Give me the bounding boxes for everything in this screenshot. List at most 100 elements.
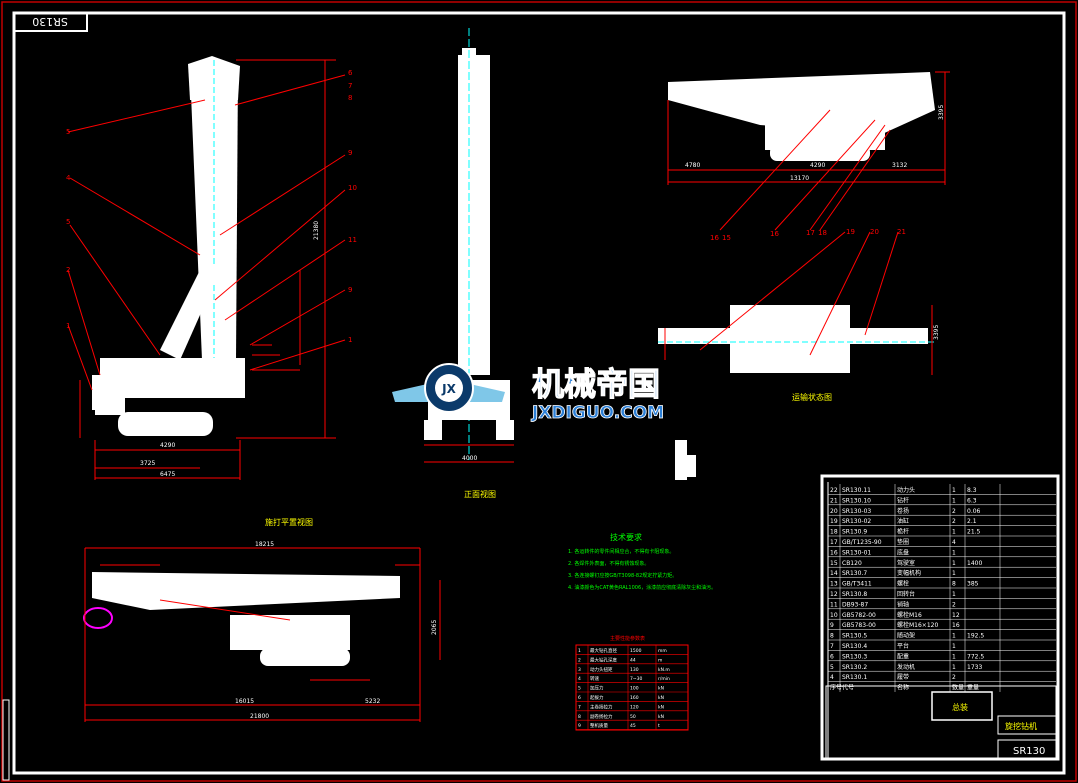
travel-boom: [92, 572, 400, 610]
parts-cell: SR130.5: [842, 633, 867, 640]
side-dim-texts: 4290 3725 6475 21380: [140, 221, 320, 478]
params-cell: 7~30: [630, 676, 642, 682]
parts-cell: 14: [830, 570, 838, 577]
inner-frame: [12, 11, 1066, 775]
params-cell: 加压力: [590, 685, 604, 692]
parts-cell: GB5782-00: [842, 612, 876, 619]
front-track-right: [496, 420, 514, 440]
params-cell: t: [658, 723, 660, 729]
parts-cell: 垫圈: [897, 538, 909, 546]
parts-cell: SR130.8: [842, 591, 867, 598]
params-cell: kN.m: [658, 667, 670, 673]
svg-text:9: 9: [348, 149, 352, 157]
binding-margin-frame: [2, 699, 10, 781]
params-cell: 130: [630, 667, 639, 673]
transport-label: 运输状态图: [792, 392, 832, 402]
parts-cell: 10: [830, 612, 838, 619]
params-cell: 5: [578, 686, 581, 692]
params-cell: 最大钻孔直径: [590, 647, 617, 654]
parts-cell: 销轴: [897, 600, 909, 608]
parts-cell: 1: [952, 529, 956, 536]
svg-text:1: 1: [348, 336, 352, 344]
svg-text:4780: 4780: [685, 162, 700, 169]
parts-cell: 1: [952, 570, 956, 577]
transport-side-view: 4780 4290 3132 13170 3395 16 15 16 17 18…: [667, 71, 950, 242]
parts-cell: 1: [952, 497, 956, 504]
watermark-en: JXDIGUO.COM: [531, 403, 664, 423]
parts-cell: 13: [830, 581, 838, 588]
watermark-cn: 机械帝国: [532, 365, 660, 403]
parts-cell: 1: [952, 643, 956, 650]
parts-cell: 20: [830, 508, 838, 515]
side-counterweight: [95, 395, 125, 415]
params-cell: 45: [630, 723, 636, 729]
parts-cell: SR130.1: [842, 674, 867, 681]
params-cell: 100: [630, 686, 639, 692]
params-cell: 动力头扭矩: [590, 666, 613, 673]
svg-text:17: 17: [806, 229, 815, 237]
parts-cell: 16: [830, 549, 838, 556]
params-cell: m: [658, 658, 662, 663]
front-view: 4000 正面视图: [424, 28, 514, 499]
params-cell: 44: [630, 657, 636, 663]
travel-view: 施打平置视图 18215 16015 5232 21800 2065: [83, 517, 441, 722]
parts-cell: DB93-87: [842, 601, 868, 608]
parts-cell: SR130.11: [842, 487, 871, 494]
drill-bit: [83, 607, 113, 629]
parts-cell: 18: [830, 529, 838, 536]
parts-cell: 动力头: [897, 486, 915, 494]
parts-cell: 油缸: [897, 517, 909, 525]
travel-label: 施打平置视图: [265, 517, 313, 527]
parts-cell: 1400: [967, 560, 982, 567]
svg-text:1: 1: [66, 322, 70, 330]
parts-cell: 2: [952, 601, 956, 608]
svg-text:21800: 21800: [250, 713, 269, 720]
params-cell: 1500: [630, 648, 642, 654]
parts-cell: 8: [830, 633, 834, 640]
parts-cell: SR130.4: [842, 643, 867, 650]
svg-text:6475: 6475: [160, 471, 175, 478]
params-cell: kN: [658, 695, 664, 701]
parts-cell: 12: [952, 612, 960, 619]
parts-cell: 22: [830, 487, 838, 494]
parts-cell: 2.1: [967, 518, 977, 525]
parts-cell: 螺栓: [897, 580, 909, 588]
parts-cell: GB5783-00: [842, 622, 876, 629]
parts-header: 数量: [952, 684, 964, 692]
side-balloons: 5 4 5 2 1 6 7 8 9 10 11 9 1: [66, 69, 357, 344]
transport-balloons: 16 15 16 17 18 19 20 21: [710, 228, 906, 242]
svg-text:5: 5: [66, 128, 70, 136]
svg-text:3132: 3132: [892, 162, 907, 169]
tech-title: 技术要求: [610, 532, 642, 542]
parts-cell: 9: [830, 622, 834, 629]
parts-cell: 螺栓M16: [897, 611, 922, 619]
parts-cell: 8: [952, 581, 956, 588]
svg-text:15: 15: [722, 234, 731, 242]
svg-text:19: 19: [846, 228, 855, 236]
parts-cell: 8.3: [967, 487, 977, 494]
parts-cell: 2: [952, 508, 956, 515]
svg-text:2065: 2065: [431, 620, 438, 635]
parts-cell: 1: [952, 591, 956, 598]
params-cell: 副卷扬拉力: [590, 713, 613, 720]
side-body: [100, 358, 245, 398]
plan-dim-text: 3395: [933, 325, 940, 340]
svg-text:2: 2: [66, 266, 70, 274]
parts-cell: 回转台: [897, 590, 915, 598]
parts-cell: 11: [830, 601, 838, 608]
svg-text:16015: 16015: [235, 698, 254, 705]
parts-cell: 随动架: [897, 632, 915, 640]
parts-cell: 1: [952, 549, 956, 556]
parts-cell: 桅杆: [897, 528, 909, 536]
parts-cell: 1: [952, 664, 956, 671]
params-cell: 7: [578, 704, 581, 710]
params-cell: 160: [630, 695, 639, 701]
parts-cell: 6.3: [967, 497, 977, 504]
parts-cell: 平台: [897, 642, 909, 650]
side-dim-lines: [79, 59, 336, 480]
params-cell: 主卷扬拉力: [590, 703, 613, 710]
parts-header: 序号: [830, 684, 842, 692]
svg-text:5232: 5232: [365, 698, 380, 705]
